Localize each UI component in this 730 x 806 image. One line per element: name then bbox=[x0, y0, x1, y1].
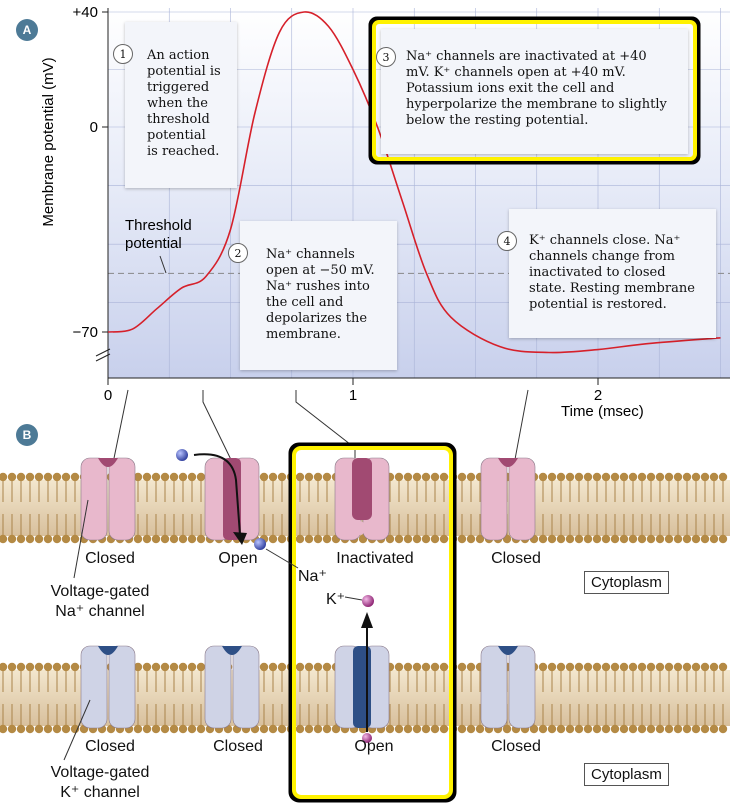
k-state-label-2: Closed bbox=[213, 738, 263, 755]
na-ion-label: Na⁺ bbox=[298, 568, 327, 585]
y-tick-label: 0 bbox=[90, 119, 98, 136]
x-ticks: 0 1 2 bbox=[104, 378, 602, 404]
na-channel-3 bbox=[334, 457, 390, 541]
k-channel-2 bbox=[204, 645, 260, 729]
callout-1: 1 An action potential is triggered when … bbox=[113, 22, 237, 188]
na-state-label-4: Closed bbox=[491, 550, 541, 567]
callout-3-highlight-inner bbox=[372, 20, 697, 161]
threshold-pointer bbox=[159, 255, 167, 274]
na-flow-arrow bbox=[193, 453, 241, 536]
y-ticks: +40 0 −70 bbox=[73, 4, 108, 341]
na-channel-label: Voltage-gated Na⁺ channel bbox=[50, 583, 150, 620]
k-state-label-1: Closed bbox=[85, 738, 135, 755]
k-channel-4 bbox=[480, 645, 536, 729]
na-channel-pointer bbox=[73, 499, 89, 579]
x-tick-label: 0 bbox=[104, 387, 112, 404]
callout-4-number: 4 bbox=[497, 231, 517, 251]
k-ion-label: K⁺ bbox=[326, 591, 346, 608]
na-ion-inside bbox=[254, 538, 266, 550]
panel-b-highlight-inner bbox=[292, 446, 453, 799]
k-state-label-3: Open bbox=[354, 738, 394, 755]
axis-break bbox=[95, 348, 111, 362]
x-axis-label: Time (msec) bbox=[561, 403, 644, 420]
cytoplasm-label-bottom: Cytoplasm bbox=[584, 763, 669, 786]
leader-lines bbox=[111, 389, 529, 471]
callout-4-text: K⁺ channels close. Na⁺ channels change f… bbox=[529, 233, 695, 312]
na-ion-outside bbox=[176, 449, 188, 461]
callout-3-text: Na⁺ channels are inactivated at +40 mV. … bbox=[406, 49, 667, 128]
na-state-label-1: Closed bbox=[85, 550, 135, 567]
callout-4: 4 K⁺ channels close. Na⁺ channels change… bbox=[497, 209, 716, 338]
k-flow-arrowhead bbox=[361, 612, 373, 628]
x-tick-label: 2 bbox=[594, 387, 602, 404]
k-ion-inside bbox=[362, 733, 372, 743]
na-channel-2 bbox=[204, 457, 260, 541]
y-tick-label: −70 bbox=[73, 324, 98, 341]
callout-2-number: 2 bbox=[228, 243, 248, 263]
k-ion-pointer bbox=[344, 596, 363, 601]
callout-2-text: Na⁺ channels open at −50 mV. Na⁺ rushes … bbox=[266, 247, 375, 342]
y-axis-label: Membrane potential (mV) bbox=[40, 57, 57, 226]
na-flow-arrowhead bbox=[233, 532, 247, 545]
na-ion-pointer bbox=[265, 548, 299, 569]
k-channel-label: Voltage-gated K⁺ channel bbox=[50, 764, 150, 801]
membranes bbox=[0, 457, 730, 734]
k-channel-3 bbox=[334, 645, 390, 729]
panel-b-highlight bbox=[288, 442, 457, 803]
cytoplasm-label-top: Cytoplasm bbox=[584, 571, 669, 594]
k-channel-pointer bbox=[63, 699, 91, 761]
action-potential-curve bbox=[107, 11, 721, 354]
callout-3: 3 Na⁺ channels are inactivated at +40 mV… bbox=[376, 29, 688, 154]
k-ion-outside bbox=[362, 595, 374, 607]
na-state-label-2: Open bbox=[218, 550, 258, 567]
na-channel-1 bbox=[80, 457, 136, 541]
panel-a-badge: A bbox=[16, 19, 38, 41]
panel-b-badge: B bbox=[16, 424, 38, 446]
k-state-label-4: Closed bbox=[491, 738, 541, 755]
y-tick-label: +40 bbox=[73, 4, 98, 21]
callout-3-highlight bbox=[368, 16, 701, 165]
k-channel-1 bbox=[80, 645, 136, 729]
callout-3-number: 3 bbox=[376, 47, 396, 67]
na-channel-4 bbox=[480, 457, 536, 541]
callout-2: 2 Na⁺ channels open at −50 mV. Na⁺ rushe… bbox=[228, 221, 397, 370]
callout-1-number: 1 bbox=[113, 44, 133, 64]
callout-1-text: An action potential is triggered when th… bbox=[147, 48, 221, 159]
na-state-label-3: Inactivated bbox=[336, 550, 414, 567]
x-tick-label: 1 bbox=[349, 387, 357, 404]
